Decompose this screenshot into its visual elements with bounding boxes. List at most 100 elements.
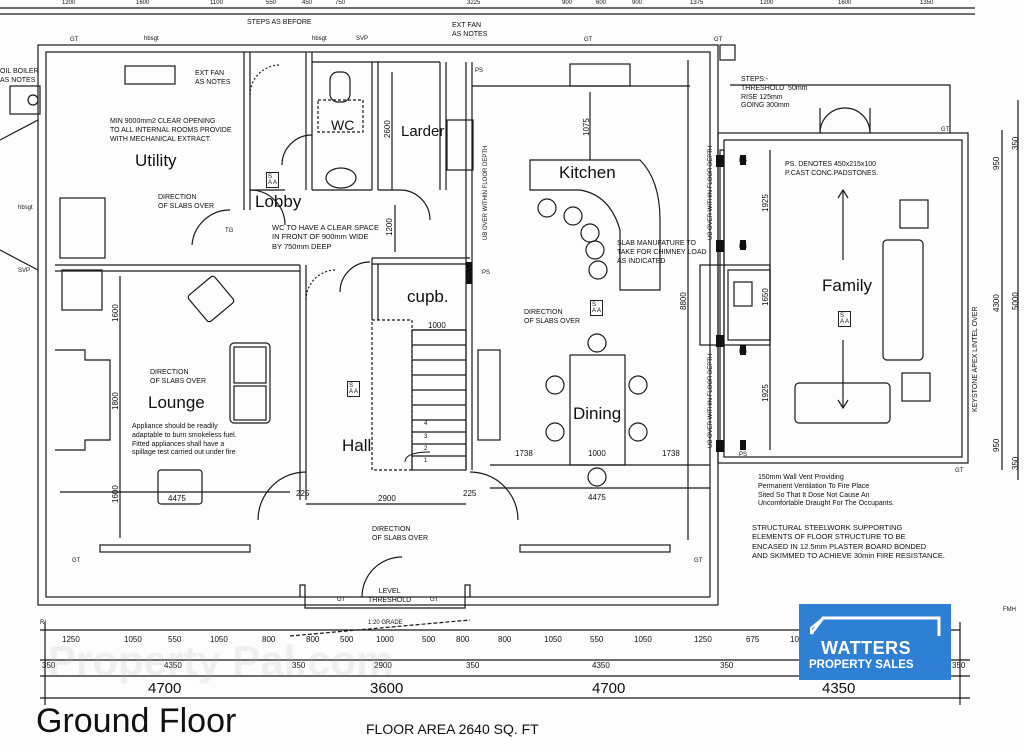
note-ext-fan-top: EXT FAN AS NOTES: [452, 22, 488, 38]
dim-row2: 2900: [374, 661, 392, 670]
label-svp-2: SVP: [18, 268, 31, 274]
dim-dining-1000: 1000: [588, 449, 606, 458]
dim-row1: 675: [746, 635, 760, 644]
dim-family-1925a: 1925: [761, 194, 770, 212]
dim-larder-1075: 1075: [582, 118, 591, 136]
dim-row3: 3600: [370, 680, 404, 697]
dim-row2: 4350: [592, 661, 610, 670]
dim-top: 1100: [210, 0, 223, 6]
label-ps-3: PS: [739, 158, 748, 164]
dim-lounge-1800: 1800: [111, 392, 120, 410]
room-label-lounge: Lounge: [148, 393, 205, 412]
note-slab-manufacture: SLAB MANUFATURE TO TAKE FOR CHIMNEY LOAD…: [617, 240, 707, 265]
dim-row3: 4350: [822, 680, 856, 697]
dim-row3: 4700: [592, 680, 626, 697]
dim-dining-4475: 4475: [588, 493, 606, 502]
label-ps-1: PS: [475, 68, 484, 74]
dim-row1: 1050: [544, 635, 562, 644]
dim-row1: 550: [168, 635, 182, 644]
room-label-lobby: Lobby: [255, 192, 302, 211]
page-title: Ground Floor: [36, 702, 237, 740]
dim-row2: 4350: [164, 661, 182, 670]
dim-family-1650: 1650: [761, 288, 770, 306]
label-gt-4: GT: [941, 127, 950, 133]
logo-line2: PROPERTY SALES: [809, 659, 914, 671]
dim-top: 1600: [838, 0, 852, 6]
room-label-kitchen: Kitchen: [559, 163, 616, 182]
note-direction-utility: DIRECTION OF SLABS OVER: [158, 194, 215, 210]
dim-top: 1600: [136, 0, 150, 6]
dim-right: 350: [1011, 136, 1020, 150]
note-direction-kitchen: DIRECTION OF SLABS OVER: [524, 309, 581, 325]
kitchen-island: [529, 159, 661, 291]
lounge-sofa: [229, 342, 271, 424]
dim-top: 1375: [690, 0, 704, 6]
note-ext-fan-utility: EXT FAN AS NOTES: [195, 70, 231, 86]
note-direction-hall: DIRECTION OF SLABS OVER: [372, 526, 429, 542]
dim-dining-1738a: 1738: [515, 449, 533, 458]
dim-row1: 1250: [62, 635, 80, 644]
note-direction-lounge: DIRECTION OF SLABS OVER: [150, 369, 207, 385]
note-oil-boiler: OIL BOILER AS NOTES: [0, 68, 39, 84]
label-gt-1: GT: [70, 37, 79, 43]
note-wall-vent: 150mm Wall Vent Providing Permanent Vent…: [758, 474, 895, 508]
note-appliance: Appliance should be readily adaptable to…: [132, 423, 237, 457]
dim-right: 950: [992, 156, 1001, 170]
room-label-dining: Dining: [573, 404, 622, 423]
label-hbsgt-2: hbsgt: [312, 36, 327, 42]
dim-row1: 1050: [790, 636, 808, 644]
note-grade: 1:20 GRADE: [368, 620, 403, 626]
dim-top: 1200: [760, 0, 774, 6]
dim-right: 350: [1011, 456, 1020, 470]
dim-row1: 1050: [124, 635, 142, 644]
smoke-alarm-hall: S A A: [347, 381, 361, 397]
staircase: [411, 329, 467, 471]
house-icon: [809, 616, 941, 636]
dim-top: 900: [562, 0, 573, 6]
stair-number: 2: [424, 446, 428, 452]
dim-row1: 1250: [694, 635, 712, 644]
note-min-opening: MIN 9000mm2 CLEAR OPENING TO ALL INTERNA…: [110, 118, 232, 143]
dim-wc-depth: 2600: [383, 120, 392, 138]
label-gt-6: GT: [72, 558, 81, 564]
dim-row2: 350: [42, 661, 56, 670]
label-ps-4: PS: [739, 244, 748, 250]
label-ps-5: PS: [739, 349, 748, 355]
label-ri: RI: [40, 620, 46, 626]
watters-logo: WATTERS PROPERTY SALES: [799, 604, 951, 680]
dim-row1: 800: [262, 635, 276, 644]
dim-top: 450: [302, 0, 313, 6]
dim-row2: 350: [466, 661, 480, 670]
room-label-family: Family: [822, 276, 873, 295]
room-label-larder: Larder: [401, 123, 445, 140]
stair-number: 4: [424, 421, 428, 427]
dim-right: 950: [992, 438, 1001, 452]
floor-area: FLOOR AREA 2640 SQ. FT: [366, 721, 539, 737]
dim-lounge-1600a: 1600: [111, 304, 120, 322]
note-steps-info: STEPS:- THRESHOLD 50mm RISE 125mm GOING …: [741, 76, 808, 110]
note-keystone-lintel: KEYSTONE APEX LINTEL OVER: [972, 306, 979, 412]
room-label-hall: Hall: [342, 436, 372, 455]
inner-wall: [45, 51, 711, 598]
family-outer-wall: [717, 132, 969, 464]
label-tg: TG: [225, 228, 234, 234]
watermark: Property Pal.com: [48, 637, 394, 684]
dim-row1: 1000: [376, 635, 394, 644]
label-gt-2: GT: [584, 37, 593, 43]
label-gt-5: GT: [955, 468, 964, 474]
label-svp-1: SVP: [356, 36, 369, 42]
label-hbsgt-1: hbsgt: [144, 36, 159, 42]
family-sofa: [882, 239, 924, 361]
note-steps-as-before: STEPS AS BEFORE: [247, 19, 312, 26]
dim-row3: 4700: [148, 680, 182, 697]
dim-top: 3225: [467, 0, 481, 6]
label-ps-6: PS: [739, 452, 748, 458]
dim-top: 550: [266, 0, 277, 6]
dim-right: 4300: [992, 294, 1001, 312]
dim-row2: 350: [720, 661, 734, 670]
smoke-alarm-family: S A A: [838, 311, 852, 327]
note-structural-steelwork: STRUCTURAL STEELWORK SUPPORTING ELEMENTS…: [752, 523, 945, 561]
room-label-utility: Utility: [135, 151, 177, 170]
dim-top: 1200: [62, 0, 76, 6]
